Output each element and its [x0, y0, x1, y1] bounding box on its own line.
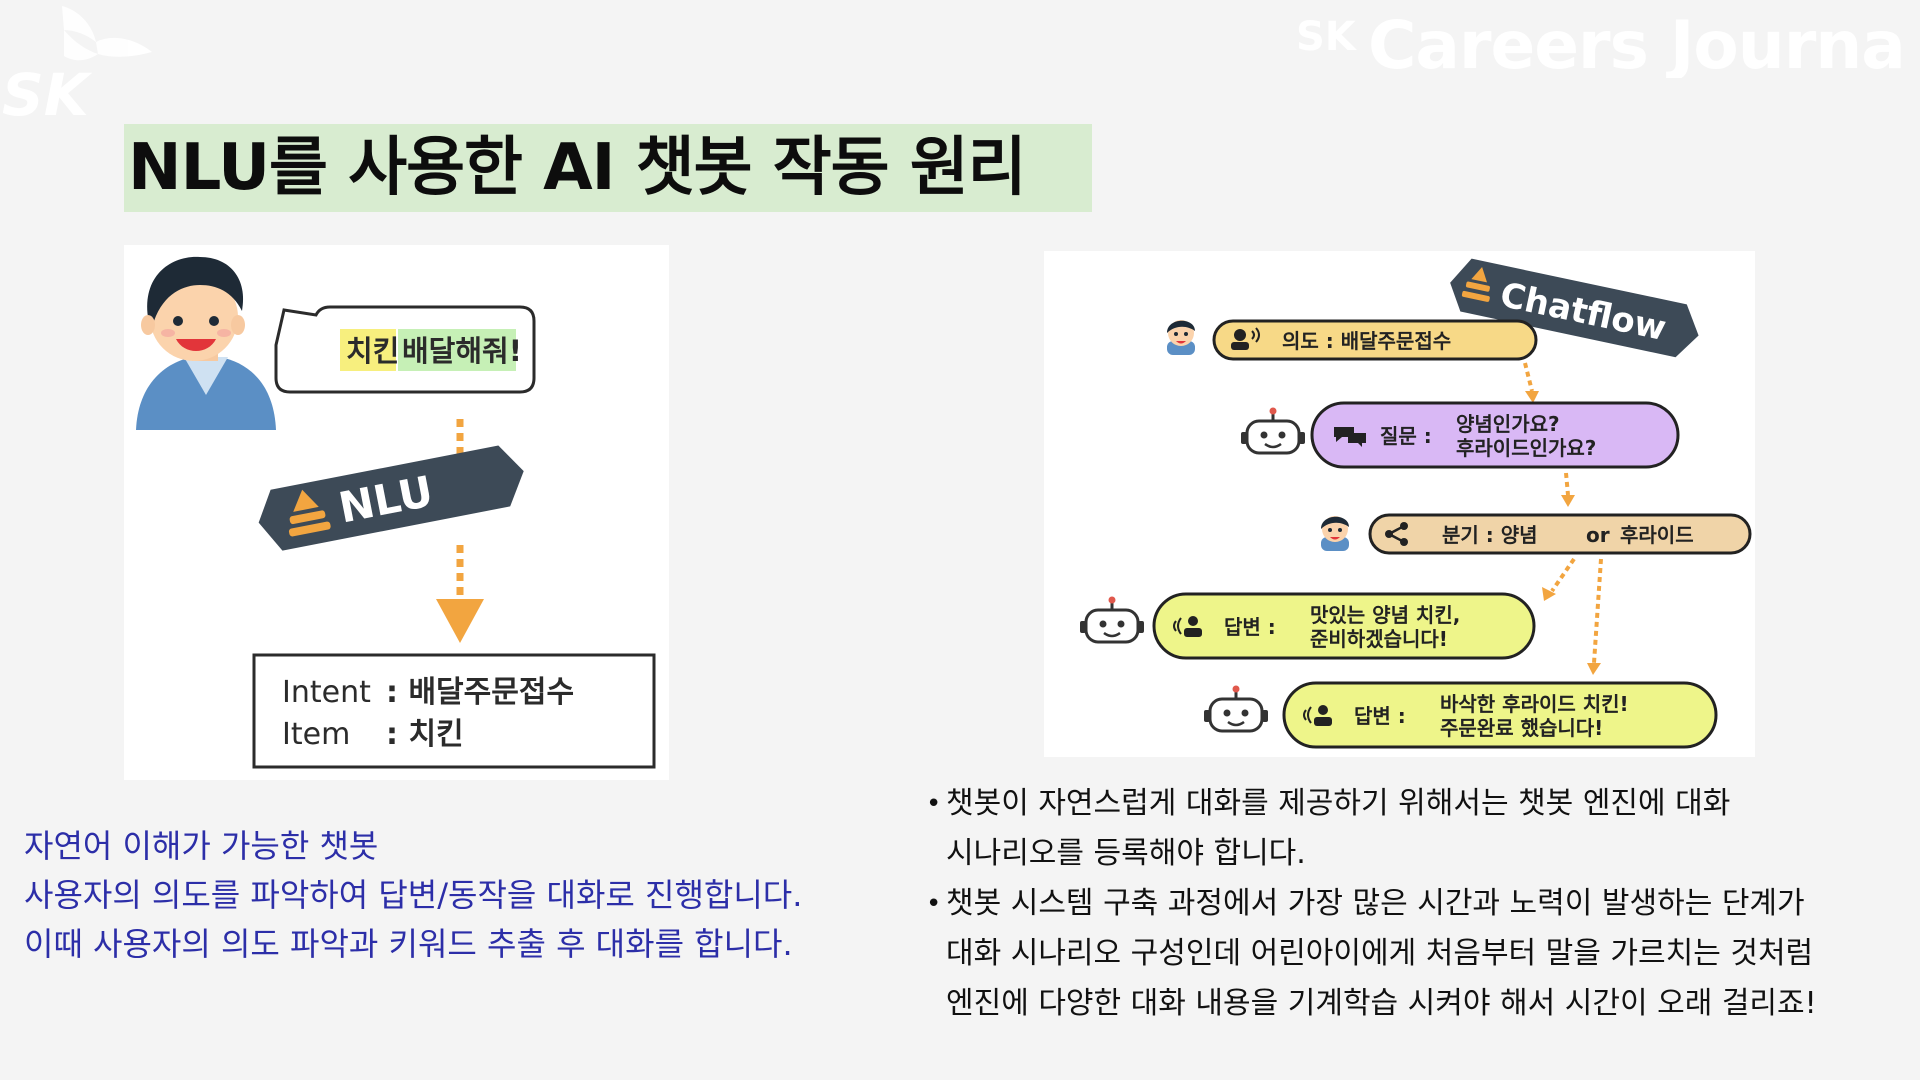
brand-sk: SK [1296, 14, 1358, 60]
step-branch-label: 분기 : 양념 [1442, 523, 1538, 547]
bullet-line: 시나리오를 등록해야 합니다. [946, 836, 1306, 871]
user-face-icon [1167, 320, 1195, 355]
step-branch-after: 후라이드 [1620, 523, 1694, 547]
intent-key: Intent [282, 675, 371, 710]
nlu-badge: NLU [258, 445, 524, 551]
step-answer-2-line2: 주문완료 했습니다! [1440, 716, 1603, 740]
stack-icon [288, 489, 331, 537]
bot-face-icon [1202, 684, 1270, 733]
step-question-label: 질문 : [1380, 424, 1432, 448]
intent-box [252, 653, 656, 769]
left-caption: 자연어 이해가 가능한 챗봇 사용자의 의도를 파악하여 답변/동작을 대화로 … [24, 822, 914, 969]
step-question-line1: 양념인가요? [1456, 412, 1560, 436]
intent-value: : 배달주문접수 [386, 675, 574, 710]
item-key: Item [282, 717, 350, 752]
step-answer-2-line1: 바삭한 후라이드 치킨! [1440, 692, 1629, 716]
nlu-diagram: 치킨 배달해줘! NLU Intent : 배달주문접수 Item : 치킨 [124, 245, 669, 780]
bullet-item: • 챗봇이 자연스럽게 대화를 제공하기 위해서는 챗봇 엔진에 대화 시나리오… [924, 779, 1904, 879]
step-answer-1-line1: 맛있는 양념 치킨, [1310, 603, 1460, 627]
sk-logo-text: SK [2, 61, 93, 125]
speech-bubble: 치킨 배달해줘! [274, 305, 536, 394]
stack-icon [1461, 267, 1490, 302]
user-avatar-icon [136, 256, 276, 430]
item-value: : 치킨 [386, 717, 464, 752]
bot-speaking-icon [1173, 616, 1202, 637]
bullet-line: 챗봇 시스템 구축 과정에서 가장 많은 시간과 노력이 발생하는 단계가 [946, 886, 1805, 921]
step-answer-1 [1152, 592, 1536, 660]
brand-journal-name: Careers Journal [1368, 7, 1908, 78]
bot-face-icon [1078, 595, 1146, 644]
step-intent-label: 의도 : 배달주문접수 [1282, 329, 1451, 353]
share-icon [1385, 522, 1408, 546]
bot-face-icon [1239, 406, 1307, 455]
speech-word-deliver: 배달해줘! [402, 334, 522, 368]
step-intent [1212, 319, 1538, 361]
chatflow-diagram: Chatflow 의도 : 배달주문접수 질문 : 양념인가요? 후라이드인가요… [1044, 251, 1755, 757]
bullet-dot-icon: • [926, 789, 942, 819]
step-answer-2-label: 답변 : [1354, 704, 1406, 728]
step-answer-1-line2: 준비하겠습니다! [1310, 627, 1448, 651]
caption-line: 자연어 이해가 가능한 챗봇 [24, 827, 379, 865]
bullet-dot-icon: • [926, 889, 942, 919]
bullet-line: 대화 시나리오 구성인데 어린아이에게 처음부터 말을 가르치는 것처럼 [946, 936, 1814, 971]
step-branch [1368, 513, 1752, 555]
arrow-down-icon [436, 599, 484, 643]
bullet-line: 엔진에 다양한 대화 내용을 기계학습 시켜야 해서 시간이 오래 걸리죠! [946, 986, 1817, 1021]
bullet-line: 챗봇이 자연스럽게 대화를 제공하기 위해서는 챗봇 엔진에 대화 [946, 786, 1731, 821]
user-face-icon [1321, 516, 1349, 551]
step-question [1310, 401, 1680, 469]
chat-bubble-icon [1334, 427, 1366, 447]
bot-speaking-icon [1303, 705, 1332, 726]
page-title: NLU를 사용한 AI 챗봇 작동 원리 [128, 131, 1027, 205]
step-answer-1-label: 답변 : [1224, 615, 1276, 639]
step-answer-2 [1282, 681, 1718, 749]
title-highlight: NLU를 사용한 AI 챗봇 작동 원리 [124, 124, 1092, 212]
user-speaking-icon [1231, 327, 1260, 350]
bullet-item: • 챗봇 시스템 구축 과정에서 가장 많은 시간과 노력이 발생하는 단계가 … [924, 879, 1904, 1029]
speech-word-chicken: 치킨 [346, 334, 399, 368]
caption-line: 사용자의 의도를 파악하여 답변/동작을 대화로 진행합니다. [24, 876, 803, 914]
careers-journal-brand: SK Careers Journal [1296, 7, 1908, 78]
step-branch-or: or [1586, 523, 1610, 547]
bullet-list: • 챗봇이 자연스럽게 대화를 제공하기 위해서는 챗봇 엔진에 대화 시나리오… [924, 779, 1904, 1029]
step-question-line2: 후라이드인가요? [1456, 436, 1596, 460]
caption-line: 이때 사용자의 의도 파악과 키워드 추출 후 대화를 합니다. [24, 925, 793, 963]
sk-logo: SK [2, 6, 152, 125]
